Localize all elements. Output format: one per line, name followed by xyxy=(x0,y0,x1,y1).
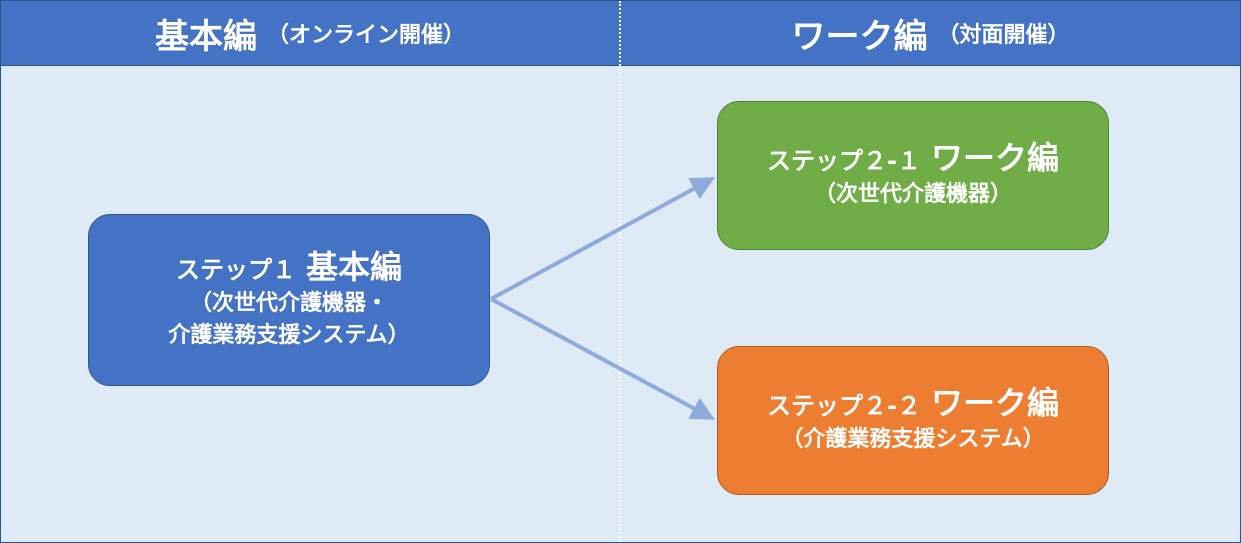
step2-1-title: ワーク編 xyxy=(930,139,1059,177)
header-right-note: （対面開催） xyxy=(937,23,1070,48)
step2-1-box: ステップ２-１ ワーク編 （次世代介護機器） xyxy=(717,101,1109,250)
header-right: ワーク編 （対面開催） xyxy=(621,1,1240,65)
step2-1-heading: ステップ２-１ ワーク編 xyxy=(767,140,1059,179)
step2-1-prefix: ステップ２-１ xyxy=(767,147,921,175)
header-left-title: 基本編 xyxy=(154,16,257,57)
step1-prefix: ステップ１ xyxy=(175,255,296,284)
step2-2-heading: ステップ２-２ ワーク編 xyxy=(767,385,1059,424)
step1-heading: ステップ１ 基本編 xyxy=(176,249,402,288)
step2-2-box: ステップ２-２ ワーク編 （介護業務支援システム） xyxy=(717,346,1109,495)
header-left-note: （オンライン開催） xyxy=(266,23,465,48)
arrow-to-step2-1 xyxy=(490,177,716,301)
step1-subtitle-1: （次世代介護機器・ xyxy=(189,290,388,316)
step1-box: ステップ１ 基本編 （次世代介護機器・ 介護業務支援システム） xyxy=(88,214,490,386)
arrow-to-step2-2 xyxy=(490,297,716,420)
step2-1-subtitle: （次世代介護機器） xyxy=(813,182,1012,207)
header-left: 基本編 （オンライン開催） xyxy=(1,1,619,65)
step1-title: 基本編 xyxy=(305,247,402,286)
header-right-title: ワーク編 xyxy=(791,16,928,57)
step2-2-subtitle: （介護業務支援システム） xyxy=(781,427,1045,452)
column-divider xyxy=(619,1,621,542)
step2-2-title: ワーク編 xyxy=(930,384,1059,422)
step2-2-prefix: ステップ２-２ xyxy=(767,392,921,420)
step1-subtitle-2: 介護業務支援システム） xyxy=(168,322,410,348)
